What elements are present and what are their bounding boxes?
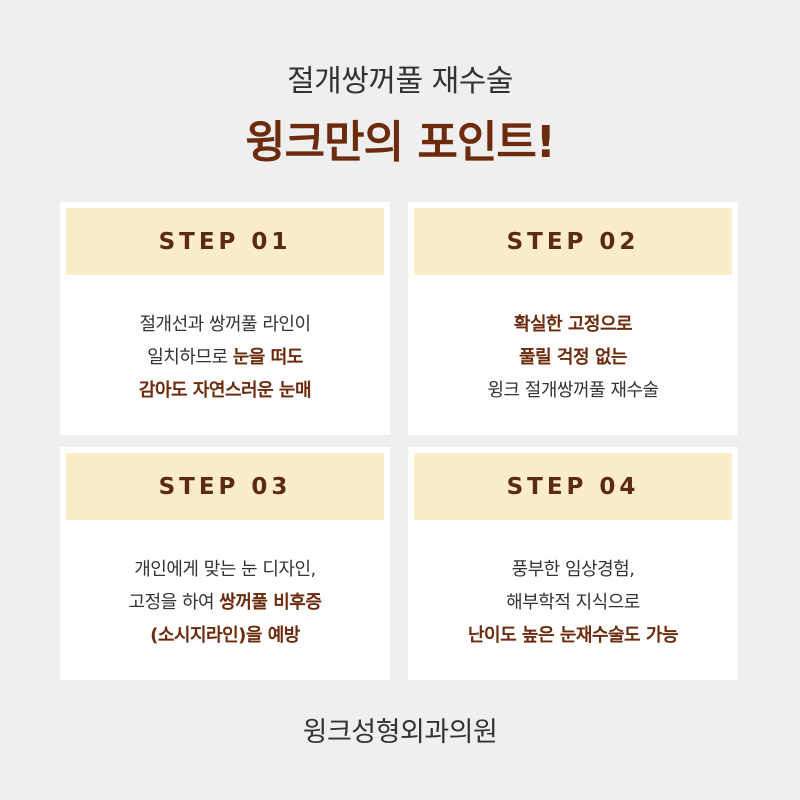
step-card-body: 풍부한 임상경험, 해부학적 지식으로 난이도 높은 눈재수술도 가능	[408, 532, 738, 672]
line-text: 해부학적 지식으로	[506, 591, 640, 613]
step-card-line: 확실한 고정으로	[513, 308, 633, 341]
line-text: 일치하므로	[147, 346, 233, 368]
page-title: 윙크만의 포인트!	[245, 117, 556, 168]
step-card-body: 확실한 고정으로 풀릴 걱정 없는 윙크 절개쌍꺼풀 재수술	[408, 287, 738, 427]
line-highlight: 풀릴 걱정 없는	[519, 346, 627, 368]
step-card-line: 풍부한 임상경험,	[512, 553, 635, 586]
step-card-line: 해부학적 지식으로	[506, 586, 640, 619]
step-card-body: 절개선과 쌍꺼풀 라인이 일치하므로 눈을 떠도 감아도 자연스러운 눈매	[60, 287, 390, 427]
line-highlight: 감아도 자연스러운 눈매	[138, 379, 312, 401]
line-highlight-tail: 을 예방	[245, 624, 300, 646]
step-card-line: 개인에게 맞는 눈 디자인,	[134, 553, 316, 586]
step-card-line: 감아도 자연스러운 눈매	[138, 374, 312, 407]
step-card-line: 윙크 절개쌍꺼풀 재수술	[487, 374, 659, 407]
step-card-2: STEP 02 확실한 고정으로 풀릴 걱정 없는 윙크 절개쌍꺼풀 재수술	[408, 202, 738, 435]
line-highlight: (소시지라인)	[150, 624, 246, 646]
step-card-line: 고정을 하여 쌍꺼풀 비후증	[129, 586, 322, 619]
step-card-header: STEP 04	[414, 453, 732, 520]
step-card-4: STEP 04 풍부한 임상경험, 해부학적 지식으로 난이도 높은 눈재수술도…	[408, 447, 738, 680]
line-text: 절개선과 쌍꺼풀 라인이	[139, 313, 311, 335]
step-card-header: STEP 01	[66, 208, 384, 275]
step-card-body: 개인에게 맞는 눈 디자인, 고정을 하여 쌍꺼풀 비후증 (소시지라인)을 예…	[60, 532, 390, 672]
step-card-line: (소시지라인)을 예방	[150, 619, 300, 652]
line-highlight: 난이도 높은 눈재수술도 가능	[467, 624, 679, 646]
line-highlight: 쌍꺼풀 비후증	[219, 591, 322, 613]
line-text: 윙크 절개쌍꺼풀 재수술	[487, 379, 659, 401]
step-card-3: STEP 03 개인에게 맞는 눈 디자인, 고정을 하여 쌍꺼풀 비후증 (소…	[60, 447, 390, 680]
step-card-line: 풀릴 걱정 없는	[519, 341, 627, 374]
line-text: 풍부한 임상경험,	[511, 558, 635, 580]
line-text: 개인에게 맞는 눈 디자인,	[134, 558, 316, 580]
page-subtitle: 절개쌍꺼풀 재수술	[287, 64, 513, 99]
line-highlight: 눈을 떠도	[232, 346, 304, 368]
line-highlight: 확실한 고정으로	[513, 313, 633, 335]
step-card-header: STEP 03	[66, 453, 384, 520]
clinic-name: 윙크성형외과의원	[302, 717, 498, 748]
step-card-line: 난이도 높은 눈재수술도 가능	[467, 619, 679, 652]
step-card-header: STEP 02	[414, 208, 732, 275]
step-card-1: STEP 01 절개선과 쌍꺼풀 라인이 일치하므로 눈을 떠도 감아도 자연스…	[60, 202, 390, 435]
step-card-line: 일치하므로 눈을 떠도	[147, 341, 303, 374]
step-card-line: 절개선과 쌍꺼풀 라인이	[139, 308, 311, 341]
line-text: 고정을 하여	[128, 591, 220, 613]
